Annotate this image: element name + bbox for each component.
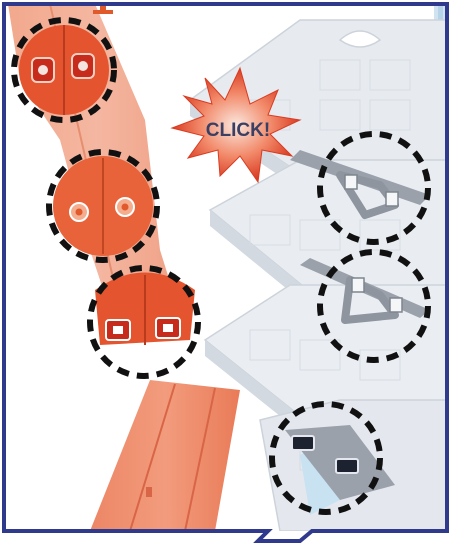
highlight-bracket-clip-upper (317, 131, 431, 245)
highlight-track-connector-middle (46, 149, 160, 263)
track-connector-bottom (95, 272, 195, 345)
click-label: CLICK! (206, 120, 270, 141)
highlight-bracket-clip-lower (317, 249, 431, 363)
click-burst-icon: CLICK! (170, 66, 302, 184)
track-connector-top (19, 25, 109, 115)
bracket-upper (290, 150, 430, 219)
dashed-highlights (11, 17, 431, 515)
ramp-track (90, 380, 240, 531)
base-connector (285, 425, 395, 515)
highlight-ramp-connector (269, 401, 383, 515)
highlight-track-connector-bottom (87, 265, 201, 379)
track-connector-middle (53, 156, 153, 256)
highlight-track-connector-top (11, 17, 117, 123)
